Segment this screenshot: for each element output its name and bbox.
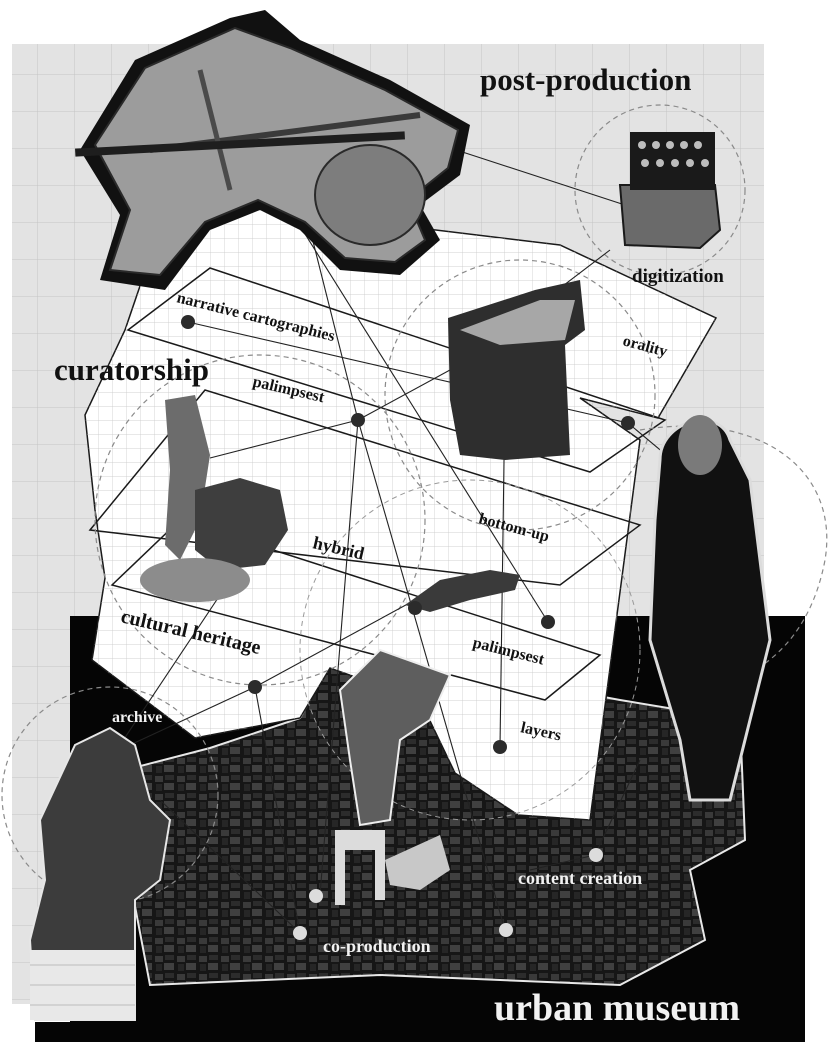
label-content-creation: content creation: [518, 868, 642, 888]
label-archive: archive: [112, 709, 162, 726]
node-palimpsest-upper: [351, 413, 365, 427]
heading-curatorship: curatorship: [54, 352, 209, 387]
node-orality: [621, 416, 635, 430]
node-content-creation: [589, 848, 603, 862]
node-co-production-c: [499, 923, 513, 937]
digitization-audience-image: [620, 132, 720, 248]
label-co-production: co-production: [323, 936, 431, 956]
node-co-production-b: [293, 926, 307, 940]
node-hybrid: [408, 601, 422, 615]
label-digitization: digitization: [632, 266, 724, 287]
node-co-production-a: [309, 889, 323, 903]
heading-urban-museum: urban museum: [494, 987, 740, 1029]
node-palimpsest-lower: [541, 615, 555, 629]
heading-post-production: post-production: [480, 62, 691, 97]
node-cultural-heritage: [248, 680, 262, 694]
node-narrative: [181, 315, 195, 329]
node-layers: [493, 740, 507, 754]
